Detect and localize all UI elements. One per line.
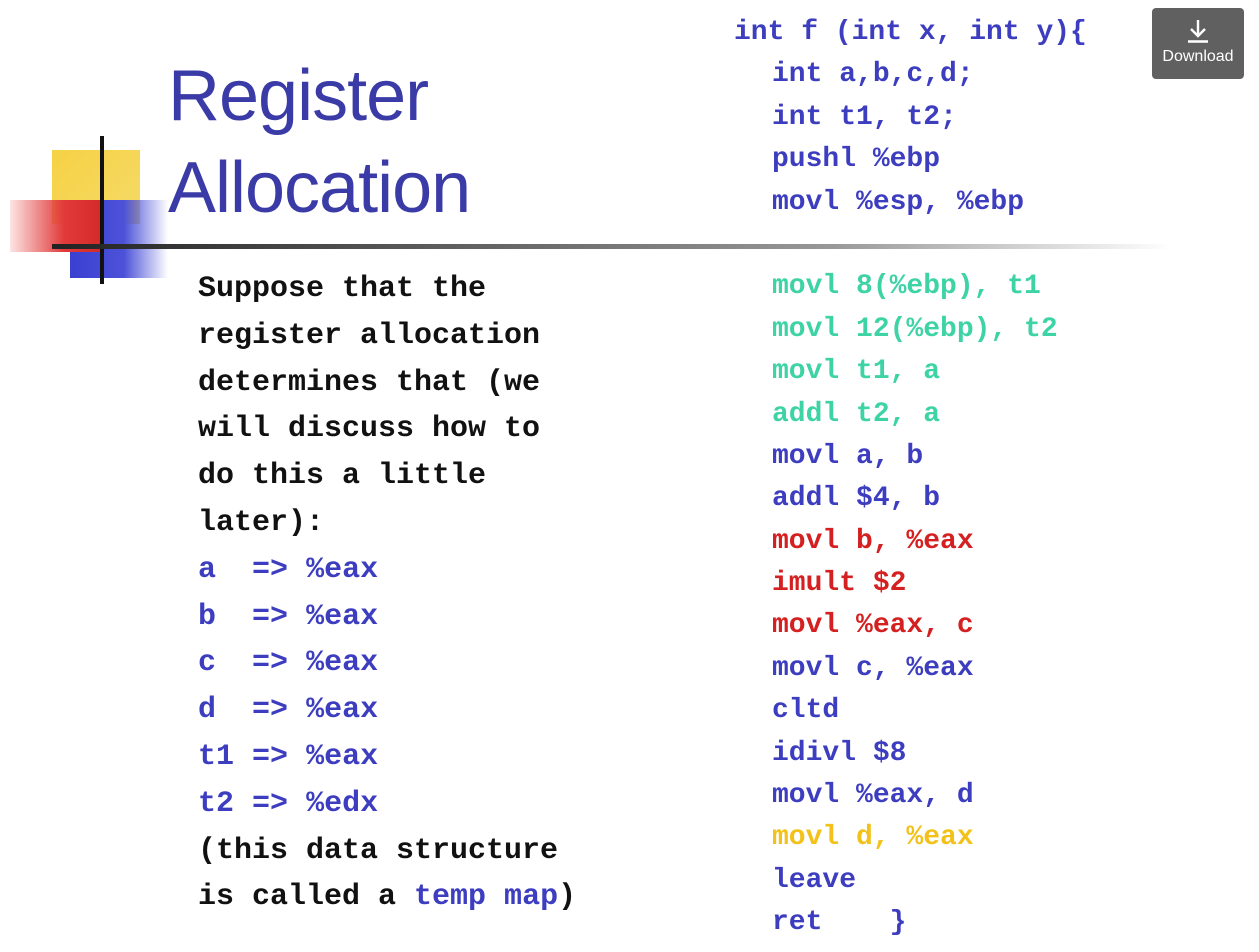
map-arrow: => [252,646,289,681]
temp-map-term: temp map [414,880,559,915]
description-line: Suppose that the [198,272,487,306]
title-divider-line [52,244,1172,249]
temp-map-entry: b => %eax [198,594,638,641]
title-line-1: Register [168,56,429,136]
map-arrow: => [252,739,289,774]
assembly-code-block: int f (int x, int y){ int a,b,c,d; int t1,… [734,12,1087,945]
code-line [734,224,1087,266]
map-arrow: => [252,552,289,587]
logo-vertical-line [100,136,104,284]
temp-map-entry: t2 => %edx [198,781,638,828]
code-line: movl c, %eax [772,652,974,684]
code-line: movl %eax, c [772,610,974,642]
code-line: int a,b,c,d; [772,59,974,91]
temp-name: d [198,693,235,728]
temp-name: c [198,646,235,681]
code-line: cltd [772,695,840,727]
code-line: movl %esp, %ebp [772,186,1025,218]
temp-map-entry: d => %eax [198,687,638,734]
temp-map-entry: c => %eax [198,640,638,687]
description-line: do this a little [198,459,487,494]
description-line: register allocation [198,318,541,353]
code-line: movl t1, a [772,356,941,388]
map-arrow: => [252,693,289,728]
temp-name: t2 [198,786,235,821]
closing-line-1: (this data structure [198,833,559,868]
map-arrow: => [252,786,289,821]
description-line: later): [198,505,325,540]
code-line: movl d, %eax [772,822,974,854]
register-name: %edx [306,786,379,821]
code-line: movl %eax, d [772,780,974,812]
code-line: pushl %ebp [772,144,941,176]
code-line: leave [772,864,857,896]
logo-red-block [10,200,100,252]
code-line: int f (int x, int y){ [734,17,1087,48]
closing-prefix: is called a [198,880,415,915]
register-name: %eax [306,599,379,634]
slide-title: Register Allocation [168,50,471,234]
code-line: movl 12(%ebp), t2 [772,313,1058,345]
code-line: movl b, %eax [772,525,974,557]
code-line: movl 8(%ebp), t1 [772,271,1041,303]
closing-line-2: is called a temp map) [198,874,638,921]
register-name: %eax [306,693,379,728]
title-line-2: Allocation [168,148,471,228]
temp-name: a [198,552,235,587]
download-icon [1188,20,1208,43]
code-line: addl t2, a [772,398,941,430]
code-line: ret } [772,907,907,939]
temp-name: t1 [198,739,235,774]
register-name: %eax [306,552,379,587]
code-line: idivl $8 [772,737,907,769]
closing-suffix: ) [558,880,577,915]
register-name: %eax [306,739,379,774]
description-line: will discuss how to [198,412,541,447]
code-line: addl $4, b [772,483,941,515]
code-line: imult $2 [772,568,907,600]
download-label: Download [1162,48,1234,65]
temp-name: b [198,599,235,634]
description-text: Suppose that the register allocation det… [198,266,638,921]
download-button[interactable]: Download [1152,8,1244,79]
map-arrow: => [252,599,289,634]
register-name: %eax [306,646,379,681]
code-line: movl a, b [772,440,924,472]
code-line: int t1, t2; [772,101,957,133]
temp-map-entry: t1 => %eax [198,734,638,781]
description-line: determines that (we [198,365,541,400]
temp-map-entry: a => %eax [198,547,638,594]
